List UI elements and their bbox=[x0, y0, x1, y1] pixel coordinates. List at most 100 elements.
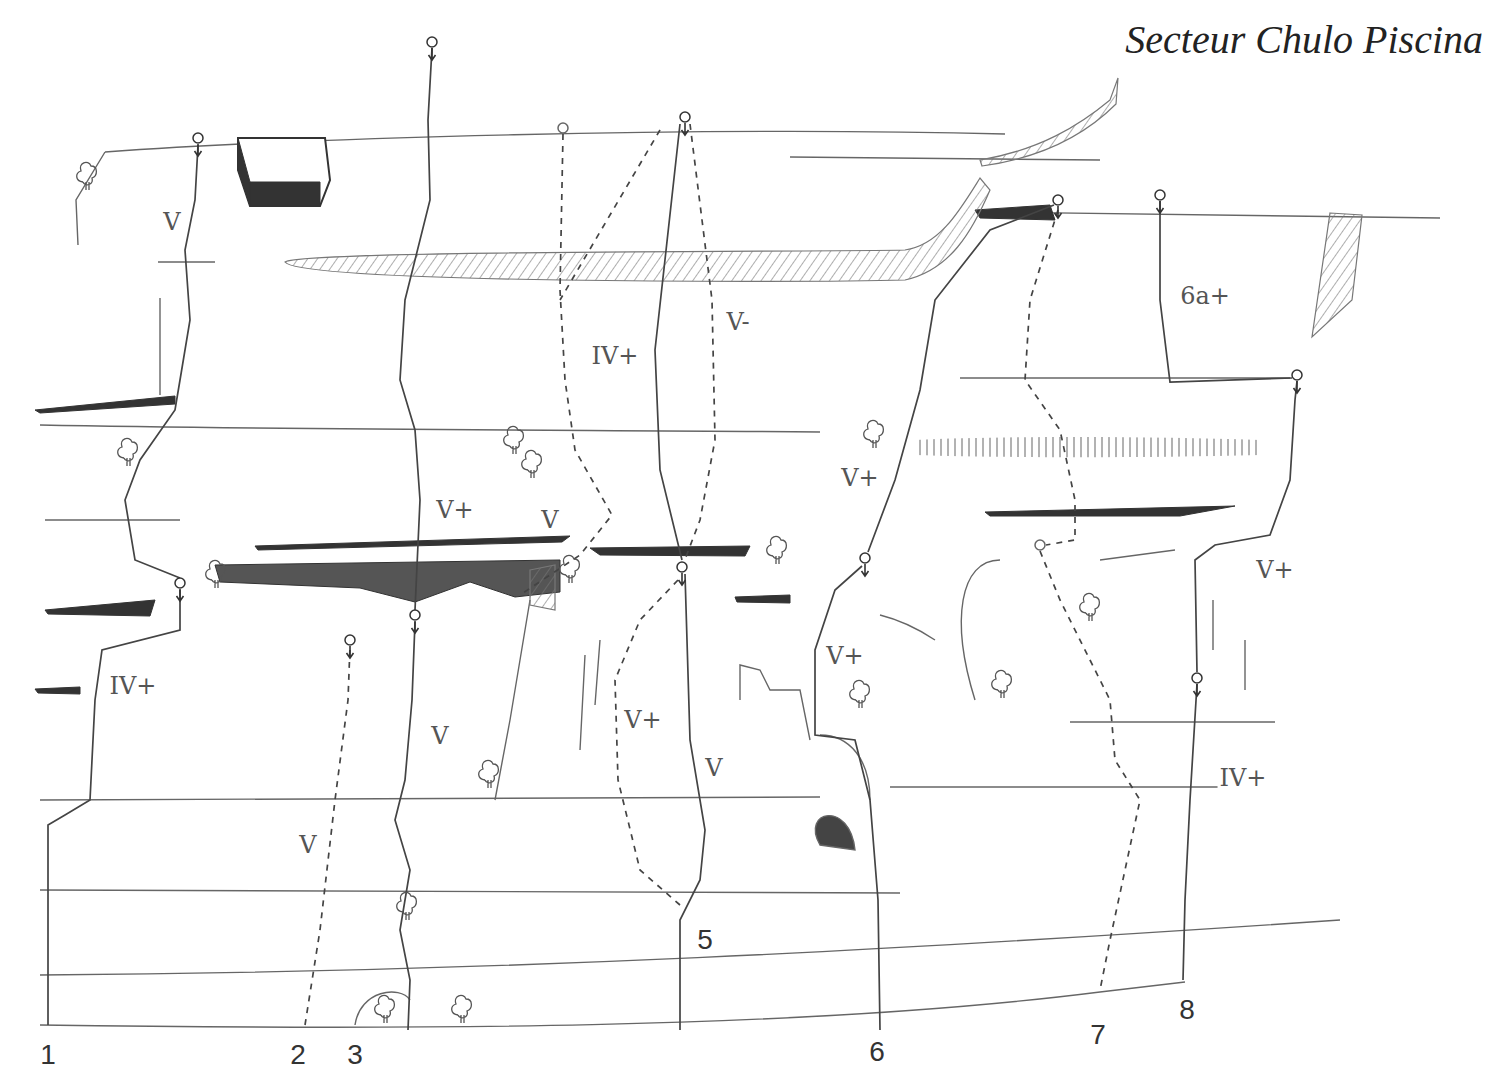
roof bbox=[975, 205, 1055, 220]
anchor bbox=[1053, 195, 1063, 218]
grade-label: V bbox=[703, 756, 724, 780]
cliff-edge bbox=[159, 298, 160, 395]
grade-label: V bbox=[297, 833, 318, 857]
sector-title: Secteur Chulo Piscina bbox=[1122, 18, 1486, 62]
route-line bbox=[1183, 684, 1197, 980]
block bbox=[238, 138, 330, 206]
anchor bbox=[175, 578, 185, 601]
tree bbox=[767, 536, 787, 564]
route-line bbox=[684, 124, 715, 562]
cliff-edge bbox=[1100, 550, 1175, 560]
roof bbox=[735, 595, 790, 603]
cliff-edge bbox=[76, 152, 105, 245]
cliff-edge bbox=[880, 615, 935, 640]
grade-label: V+ bbox=[622, 708, 663, 732]
anchor bbox=[1155, 190, 1165, 213]
anchor bbox=[1035, 540, 1045, 550]
tree bbox=[1080, 593, 1100, 621]
route-line bbox=[1040, 551, 1140, 990]
tree bbox=[206, 560, 226, 588]
anchor bbox=[558, 123, 568, 133]
ledge-line bbox=[960, 377, 1290, 378]
roof bbox=[985, 506, 1235, 516]
grade-label: IV+ bbox=[590, 344, 641, 368]
route-number: 8 bbox=[1177, 996, 1197, 1024]
grade-label: V+ bbox=[824, 644, 865, 668]
roof bbox=[255, 536, 570, 550]
ledge-line bbox=[45, 519, 180, 520]
anchors bbox=[175, 37, 1302, 696]
cave bbox=[815, 816, 855, 850]
ground-line bbox=[40, 982, 1185, 1027]
tree bbox=[522, 450, 542, 478]
route-line bbox=[615, 580, 680, 905]
hatched-bands bbox=[285, 78, 1362, 610]
trees bbox=[77, 162, 1100, 1023]
route-line bbox=[400, 48, 432, 610]
hatched-band bbox=[915, 437, 1260, 457]
tree bbox=[504, 426, 524, 454]
route-line bbox=[1160, 201, 1292, 382]
route-number: 6 bbox=[867, 1038, 887, 1066]
ledge-line bbox=[40, 425, 820, 432]
tree bbox=[560, 555, 580, 583]
cliff-edge bbox=[580, 640, 600, 750]
anchor bbox=[1192, 673, 1202, 696]
grade-label: V+ bbox=[1254, 558, 1295, 582]
anchor bbox=[1292, 370, 1302, 393]
route-line bbox=[48, 590, 180, 1025]
anchor bbox=[677, 562, 687, 585]
roof bbox=[590, 546, 750, 556]
cliff-edge bbox=[961, 560, 1000, 700]
grade-label: V bbox=[161, 210, 182, 234]
route-line bbox=[1025, 210, 1075, 545]
grade-label: V bbox=[429, 724, 450, 748]
tree bbox=[992, 670, 1012, 698]
ledge-line bbox=[790, 157, 1100, 160]
ledge-line bbox=[40, 890, 900, 893]
route-number: 1 bbox=[38, 1041, 58, 1069]
route-line bbox=[680, 574, 705, 1030]
grade-label: V- bbox=[724, 310, 751, 334]
anchor bbox=[427, 37, 437, 60]
tree bbox=[77, 162, 97, 190]
anchor bbox=[410, 610, 420, 633]
hatched-band bbox=[980, 78, 1118, 166]
roofs bbox=[35, 138, 1235, 694]
grade-label: IV+ bbox=[1218, 766, 1269, 790]
block-shadow bbox=[238, 138, 250, 206]
anchor bbox=[193, 133, 203, 156]
route-line bbox=[1195, 381, 1297, 672]
hatched-band bbox=[285, 178, 990, 281]
route-line bbox=[655, 124, 682, 560]
roof bbox=[215, 560, 560, 602]
ledge-line bbox=[1070, 721, 1275, 722]
roof bbox=[35, 396, 175, 413]
tree bbox=[397, 892, 417, 920]
tree bbox=[375, 995, 395, 1023]
route-line bbox=[815, 566, 880, 1030]
route-line bbox=[395, 622, 415, 1030]
route-line bbox=[125, 145, 198, 578]
routes bbox=[48, 48, 1297, 1030]
anchor bbox=[680, 112, 690, 135]
tree bbox=[479, 760, 499, 788]
roof bbox=[45, 600, 155, 616]
tree bbox=[118, 438, 138, 466]
ledge-line bbox=[40, 797, 820, 800]
roof bbox=[35, 687, 80, 694]
cliff-edge bbox=[495, 600, 530, 800]
anchor bbox=[345, 635, 355, 658]
route-number: 5 bbox=[695, 926, 715, 954]
anchor bbox=[860, 553, 870, 576]
ledge-line bbox=[40, 920, 1340, 975]
tree bbox=[452, 995, 472, 1023]
grade-label: V+ bbox=[434, 498, 475, 522]
grade-label: IV+ bbox=[108, 674, 159, 698]
grade-label: V+ bbox=[839, 466, 880, 490]
cliff-edge bbox=[1213, 600, 1245, 690]
hatched-band bbox=[1312, 213, 1362, 337]
tree bbox=[850, 680, 870, 708]
